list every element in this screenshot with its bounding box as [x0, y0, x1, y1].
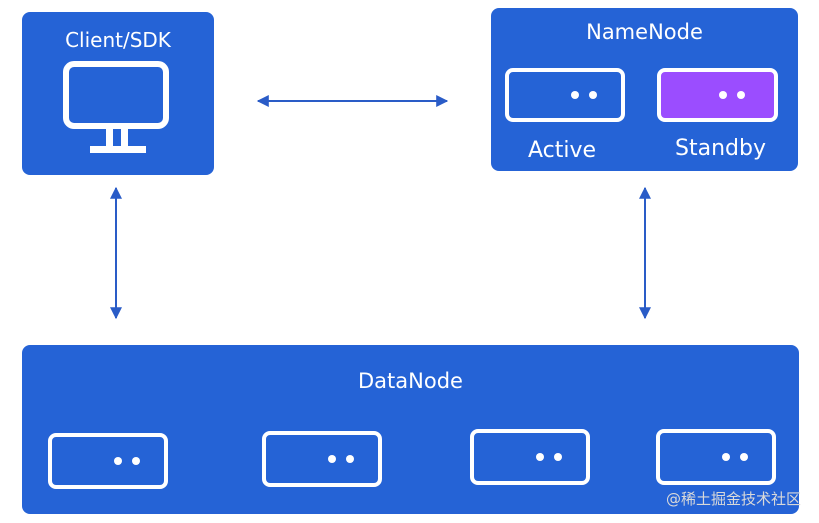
server-led	[737, 91, 745, 99]
standby-server	[657, 68, 778, 122]
client-sdk-box: Client/SDK	[22, 12, 214, 175]
namenode-box: NameNode Active Standby	[491, 8, 798, 171]
namenode-title: NameNode	[586, 20, 703, 44]
server-led	[589, 91, 597, 99]
server-led	[132, 457, 140, 465]
watermark: @稀土掘金技术社区	[665, 490, 801, 508]
datanode-title: DataNode	[358, 369, 463, 393]
datanode-server-2	[262, 431, 382, 487]
datanode-box: DataNode	[22, 345, 799, 514]
datanode-server-4	[656, 429, 776, 485]
datanode-server-3	[470, 429, 590, 485]
server-led	[114, 457, 122, 465]
server-led	[719, 91, 727, 99]
server-led	[740, 453, 748, 461]
active-label: Active	[528, 138, 597, 163]
server-led	[536, 453, 544, 461]
server-led	[346, 455, 354, 463]
datanode-server-1	[48, 433, 168, 489]
active-server	[505, 68, 625, 122]
monitor-icon	[63, 61, 169, 153]
standby-label: Standby	[675, 136, 766, 161]
server-led	[722, 453, 730, 461]
server-led	[571, 91, 579, 99]
client-sdk-title: Client/SDK	[65, 28, 171, 52]
server-led	[328, 455, 336, 463]
server-led	[554, 453, 562, 461]
